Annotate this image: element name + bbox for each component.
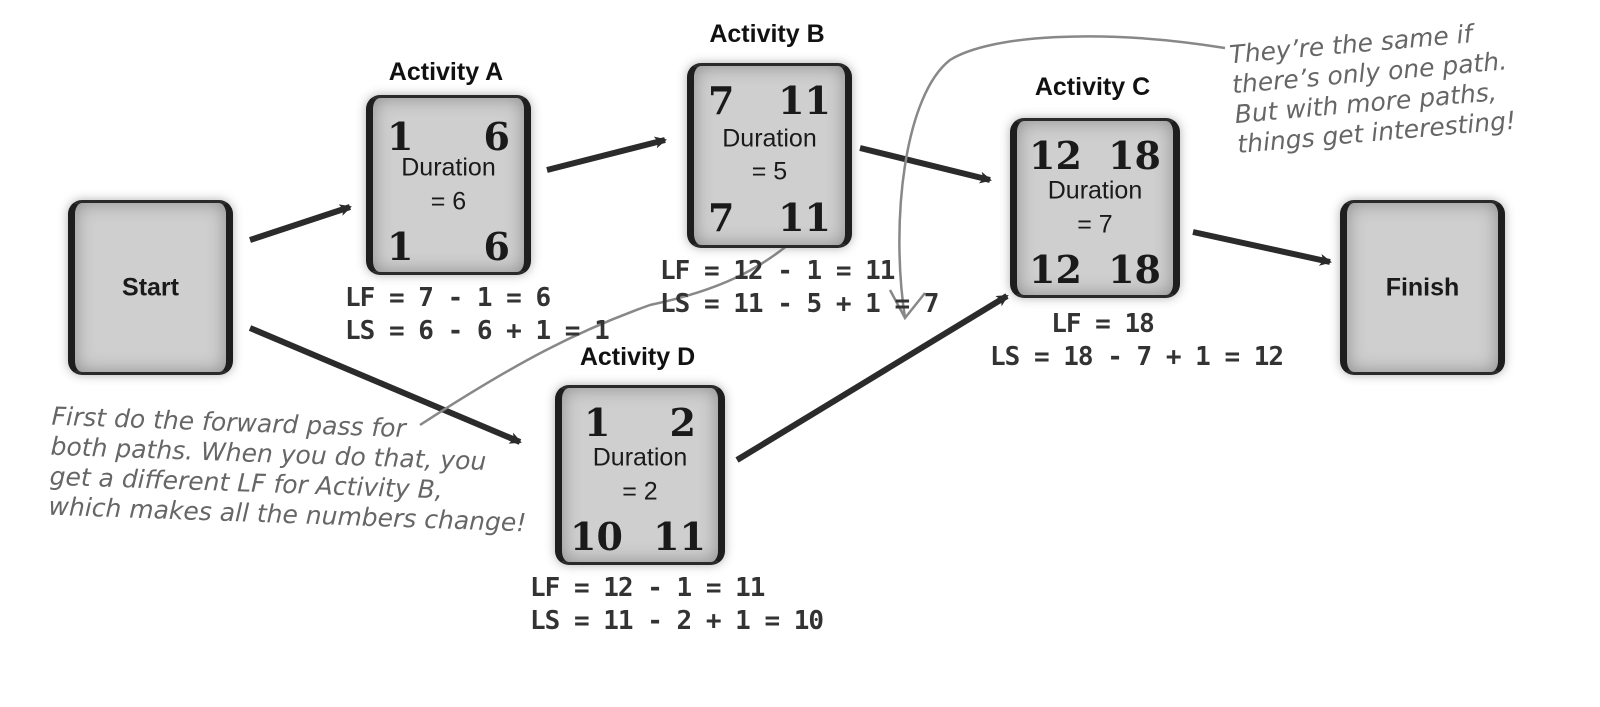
activity-d-lf-formula: LF = 12 - 1 = 11 <box>530 573 765 603</box>
activity-c-duration: Duration = 7 <box>1047 176 1143 238</box>
activity-d-early-start: 1 <box>584 400 611 445</box>
activity-c-late-finish: 18 <box>1108 247 1161 292</box>
activity-d-ls-formula: LS = 11 - 2 + 1 = 10 <box>530 605 824 636</box>
activity-a-late-start: 1 <box>387 224 414 269</box>
activity-b-duration: Duration = 5 <box>722 123 817 186</box>
finish-node: Finish <box>1340 200 1505 375</box>
activity-c-lf-formula: LF = 18 <box>1051 309 1155 339</box>
activity-a-node: 1 6 Duration = 6 1 6 <box>366 95 531 275</box>
activity-b-ls-formula: LS = 11 - 5 + 1 = 7 <box>660 288 939 319</box>
activity-c-ls-formula: LS = 18 - 7 + 1 = 12 <box>990 341 1284 372</box>
arrow-start-to-d <box>248 325 522 445</box>
finish-label: Finish <box>1385 273 1460 301</box>
activity-b-late-start: 7 <box>708 195 735 240</box>
arrow-a-to-b <box>546 136 667 173</box>
note-right: They’re the same if there’s only one pat… <box>1228 16 1517 160</box>
note-left: First do the forward pass for both paths… <box>48 402 530 539</box>
activity-c-early-start: 12 <box>1029 133 1082 178</box>
activity-a-early-finish: 6 <box>483 114 510 159</box>
activity-b-early-finish: 11 <box>778 78 831 123</box>
activity-c-formulas: LF = 18 LS = 18 - 7 + 1 = 12 <box>990 308 1284 373</box>
activity-b-lf-formula: LF = 12 - 1 = 11 <box>660 256 895 286</box>
activity-b-title: Activity B <box>709 20 825 48</box>
activity-a-late-finish: 6 <box>483 224 510 269</box>
activity-a-title: Activity A <box>388 58 504 86</box>
start-label: Start <box>122 273 179 301</box>
activity-b-early-start: 7 <box>708 78 735 123</box>
activity-c-late-start: 12 <box>1029 247 1082 292</box>
activity-a-lf-formula: LF = 7 - 1 = 6 <box>345 283 551 313</box>
callout-arrowhead-right <box>888 289 926 321</box>
activity-c-title: Activity C <box>1034 73 1151 101</box>
arrow-c-to-finish <box>1192 229 1332 266</box>
callout-curve-right <box>898 35 1226 319</box>
arrow-start-to-a <box>249 204 352 243</box>
activity-c-early-finish: 18 <box>1108 133 1161 178</box>
activity-d-node: 1 2 Duration = 2 10 11 <box>555 385 725 565</box>
arrow-d-to-c <box>735 293 1009 463</box>
activity-d-title: Activity D <box>579 343 696 371</box>
activity-d-late-finish: 11 <box>653 514 706 559</box>
arrow-b-to-c <box>859 145 992 184</box>
activity-c-node: 12 18 Duration = 7 12 18 <box>1010 118 1180 298</box>
activity-d-formulas: LF = 12 - 1 = 11 LS = 11 - 2 + 1 = 10 <box>530 572 824 637</box>
activity-d-early-finish: 2 <box>669 400 696 445</box>
activity-a-ls-formula: LS = 6 - 6 + 1 = 1 <box>345 315 610 346</box>
activity-a-early-start: 1 <box>387 114 414 159</box>
activity-b-late-finish: 11 <box>778 195 831 240</box>
activity-b-formulas: LF = 12 - 1 = 11 LS = 11 - 5 + 1 = 7 <box>660 255 939 320</box>
activity-b-node: 7 11 Duration = 5 7 11 <box>687 63 852 248</box>
activity-a-duration: Duration = 6 <box>401 153 496 215</box>
start-node: Start <box>68 200 233 375</box>
activity-d-duration: Duration = 2 <box>592 443 688 505</box>
activity-d-late-start: 10 <box>570 514 623 559</box>
activity-a-formulas: LF = 7 - 1 = 6 LS = 6 - 6 + 1 = 1 <box>345 282 610 347</box>
